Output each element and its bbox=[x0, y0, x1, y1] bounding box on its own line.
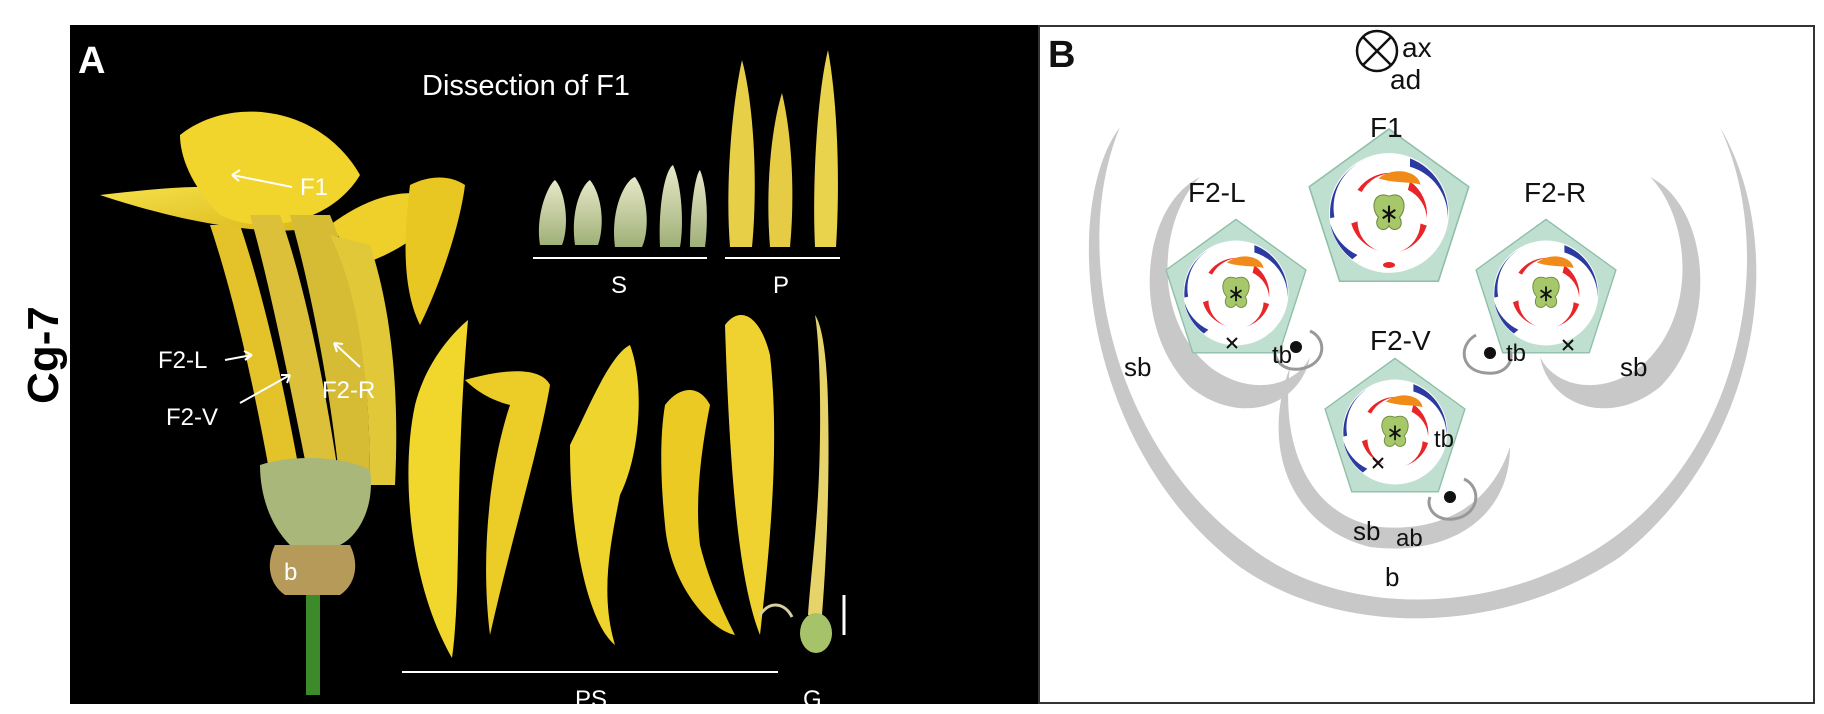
tertiary-bract-bottom bbox=[1427, 477, 1478, 521]
label-a-f2-l: F2-L bbox=[158, 347, 207, 374]
panel-b-canvas: B ax ad bbox=[1048, 29, 1757, 619]
gynoecium-image bbox=[758, 315, 832, 653]
label-staminodes: PS bbox=[575, 686, 607, 704]
label-b-f2-v: F2-V bbox=[1370, 325, 1431, 356]
panel-b-letter: B bbox=[1048, 34, 1075, 76]
sepals-image bbox=[538, 165, 707, 247]
label-a-f1: F1 bbox=[300, 174, 328, 201]
left-secondary-bract bbox=[1149, 177, 1310, 409]
label-tb-left: tb bbox=[1272, 342, 1292, 369]
flower-f1-diagram bbox=[1308, 127, 1470, 283]
tertiary-bract-left bbox=[1273, 329, 1324, 371]
panel-a-photo: A F1 F2-L F2-V F2-R b Dissection of F1 bbox=[70, 25, 1038, 704]
pointer-arrows bbox=[224, 169, 361, 404]
flower-f2-l-diagram bbox=[1165, 218, 1307, 354]
label-b-f1: F1 bbox=[1370, 112, 1403, 143]
label-b-bract: b bbox=[1385, 562, 1399, 592]
label-a-bract: b bbox=[284, 559, 297, 586]
label-ax: ax bbox=[1402, 32, 1432, 63]
label-ab: ab bbox=[1396, 525, 1423, 552]
label-a-f2-v: F2-V bbox=[166, 404, 218, 431]
label-tb-right: tb bbox=[1506, 340, 1526, 367]
flower-inflorescence-image bbox=[100, 111, 465, 695]
label-b-f2-r: F2-R bbox=[1524, 177, 1586, 208]
row-label-text: Cg-7 bbox=[19, 306, 68, 404]
label-petals: P bbox=[773, 272, 789, 299]
petals-image bbox=[728, 50, 838, 247]
label-sb-bottom: sb bbox=[1353, 516, 1380, 546]
axis-symbol bbox=[1355, 29, 1399, 73]
row-label: Cg-7 bbox=[14, 300, 74, 410]
label-gynoecium: G bbox=[803, 686, 822, 704]
label-sb-left: sb bbox=[1124, 352, 1151, 382]
staminodes-image bbox=[408, 315, 775, 658]
f1-small-red-mark bbox=[1383, 262, 1395, 268]
flower-f2-r-diagram bbox=[1475, 218, 1617, 354]
tertiary-bract-right bbox=[1462, 333, 1513, 375]
label-a-f2-r: F2-R bbox=[322, 377, 375, 404]
label-b-f2-l: F2-L bbox=[1188, 177, 1246, 208]
right-secondary-bract bbox=[1540, 177, 1701, 409]
label-ad: ad bbox=[1390, 64, 1421, 95]
label-sb-right: sb bbox=[1620, 352, 1647, 382]
panel-a-letter: A bbox=[78, 40, 105, 82]
panel-b-diagram: B ax ad bbox=[1038, 25, 1815, 704]
label-sepals: S bbox=[611, 272, 627, 299]
panel-a-canvas: A F1 F2-L F2-V F2-R b Dissection of F1 bbox=[78, 40, 846, 704]
dissection-title: Dissection of F1 bbox=[422, 70, 630, 102]
label-tb-bottom: tb bbox=[1434, 426, 1454, 453]
